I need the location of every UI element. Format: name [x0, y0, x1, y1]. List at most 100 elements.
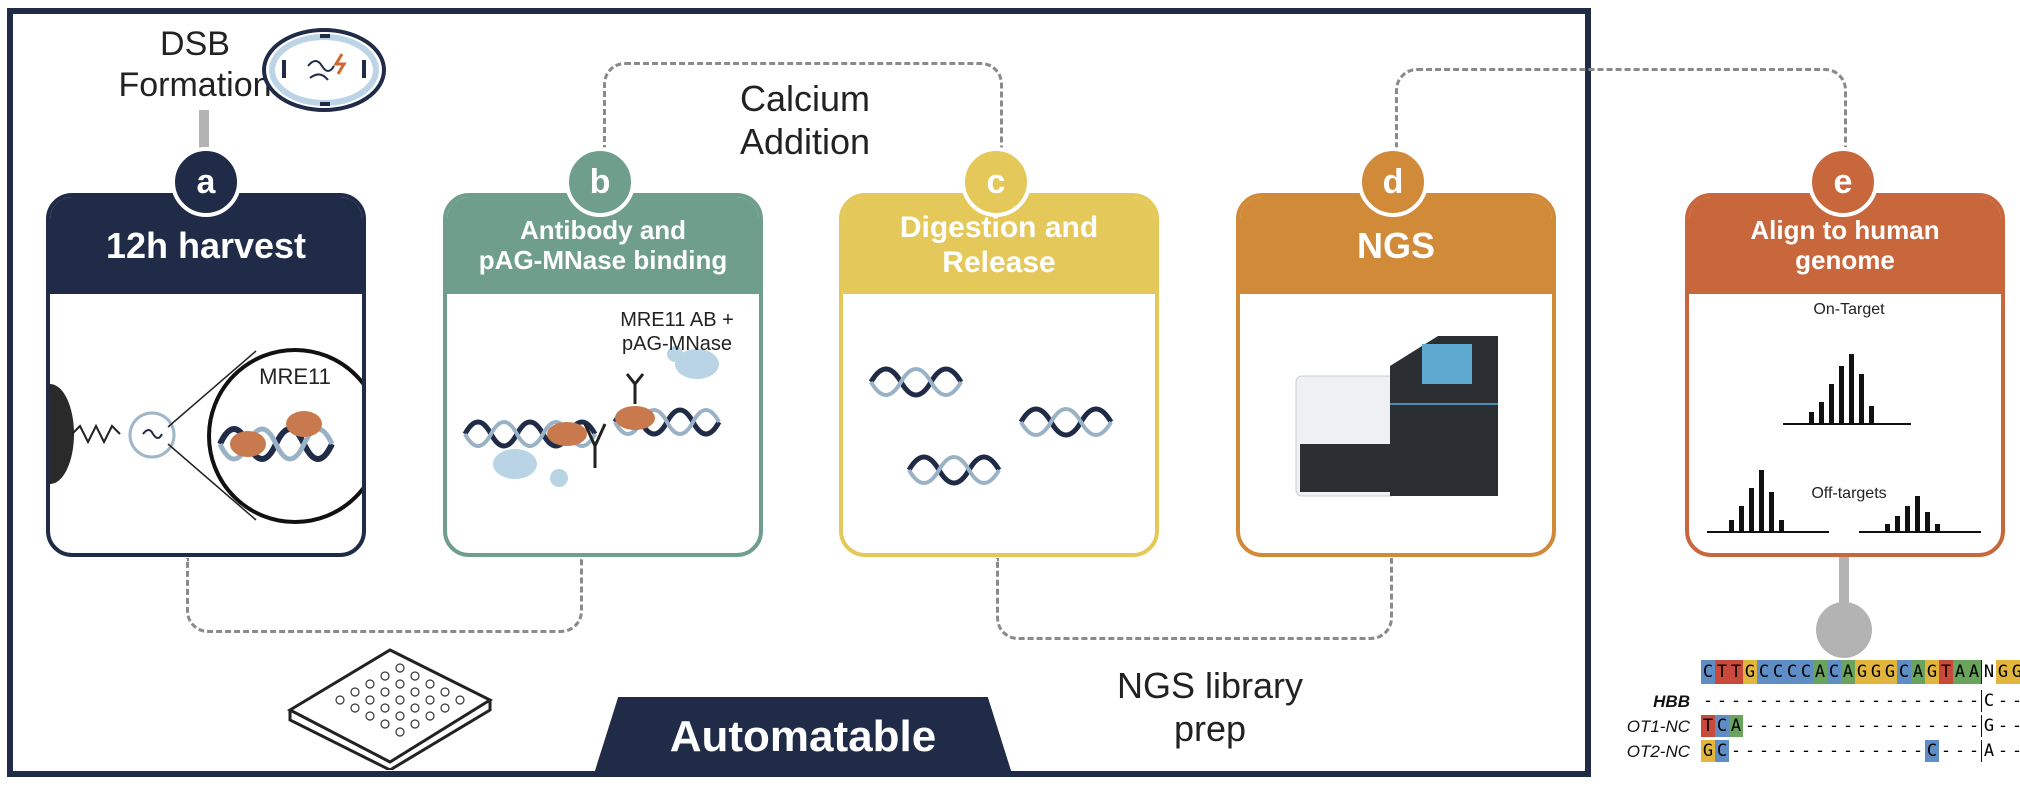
- reference-base: G: [2010, 660, 2020, 684]
- alignment-base: -: [2010, 690, 2020, 712]
- mre11-label: MRE11: [259, 364, 331, 389]
- reference-base: C: [1701, 660, 1715, 684]
- well-plate-icon: [286, 648, 494, 770]
- alignment-base: A: [1981, 740, 1996, 762]
- calcium-label: Calcium Addition: [700, 77, 910, 163]
- dsb-stem: [199, 110, 209, 152]
- alignment-base: -: [1997, 716, 2009, 736]
- binding-illustration: [462, 346, 722, 487]
- panel-align-title-line2: genome: [1795, 244, 1895, 275]
- alignment-base: -: [1772, 691, 1784, 711]
- alignment-base: -: [1814, 716, 1826, 736]
- lollipop-stem: [1839, 557, 1849, 607]
- dsb-label-line2: Formation: [118, 65, 272, 104]
- alignment-base: -: [1800, 741, 1812, 761]
- panel-ngs-body: [1240, 294, 1552, 553]
- alignment-base: -: [1744, 691, 1756, 711]
- alignment-row-label: HBB: [1653, 692, 1690, 711]
- alignment-base: G: [1701, 740, 1715, 762]
- alignment-base: -: [1758, 691, 1770, 711]
- harvest-illustration: [50, 348, 362, 524]
- alignment-row-sequence: --------------------C--: [1701, 690, 2020, 712]
- alignment-row-label: OT1-NC: [1626, 717, 1690, 736]
- alignment-base: -: [1954, 716, 1966, 736]
- alignment-base: -: [1940, 691, 1952, 711]
- reference-base: A: [1967, 660, 1981, 684]
- alignment-base: -: [1842, 741, 1854, 761]
- alignment-base: -: [2010, 715, 2020, 737]
- alignment-base: -: [1758, 716, 1770, 736]
- cell-icon: [262, 28, 386, 112]
- connector-c-d: [996, 558, 1393, 640]
- alignment-base: -: [1870, 741, 1882, 761]
- panel-binding: Antibody and pAG-MNase binding MRE11 AB …: [443, 193, 763, 557]
- panel-align-header: Align to human genome: [1689, 197, 2001, 294]
- calcium-label-line2: Addition: [739, 121, 871, 163]
- alignment-base: T: [1701, 715, 1715, 737]
- alignment-row-label: OT2-NC: [1626, 742, 1690, 761]
- alignment-base: -: [1912, 691, 1924, 711]
- reference-base: A: [1911, 660, 1925, 684]
- calcium-label-line1: Calcium: [739, 78, 871, 119]
- alignment-base: -: [1884, 741, 1896, 761]
- alignment-base: -: [1828, 691, 1840, 711]
- ngs-prep-label: NGS library prep: [1090, 664, 1330, 750]
- panel-digestion: Digestion and Release: [839, 193, 1159, 557]
- alignment-base: -: [1744, 741, 1756, 761]
- connector-b-c: [603, 62, 1003, 152]
- panel-ngs-header: NGS: [1240, 197, 1552, 294]
- antibody-label: MRE11 AB + pAG-MNase: [597, 308, 757, 356]
- alignment-histograms: [1707, 354, 1981, 533]
- alignment-base: -: [1772, 741, 1784, 761]
- reference-base: C: [1799, 660, 1813, 684]
- panel-harvest-body: MRE11: [50, 294, 362, 553]
- antibody-label-line2: pAG-MNase: [621, 333, 733, 355]
- reference-base: T: [1729, 660, 1743, 684]
- automatable-label: Automatable: [669, 712, 937, 761]
- dsb-label: DSB Formation: [100, 24, 290, 106]
- alignment-base: -: [1912, 741, 1924, 761]
- reference-base: A: [1813, 660, 1827, 684]
- alignment-row-sequence: GC--------------C---A--: [1701, 740, 2020, 762]
- alignment-base: -: [1786, 741, 1798, 761]
- lollipop-head: [1816, 602, 1872, 658]
- ngs-prep-line1: NGS library: [1116, 665, 1304, 706]
- alignment-base: -: [1730, 741, 1742, 761]
- reference-base: C: [1897, 660, 1911, 684]
- alignment-base: -: [2010, 740, 2020, 762]
- alignment-base: -: [1926, 691, 1938, 711]
- panel-digestion-title-line2: Release: [942, 245, 1056, 279]
- reference-base: C: [1757, 660, 1771, 684]
- antibody-label-line1: MRE11 AB +: [620, 309, 734, 331]
- digestion-illustration: [868, 366, 1114, 486]
- reference-base: G: [1925, 660, 1939, 684]
- panel-binding-title-line2: pAG-MNase binding: [478, 244, 728, 275]
- alignment-base: C: [1981, 690, 1996, 712]
- alignment-base: A: [1729, 715, 1743, 737]
- alignment-base: -: [1744, 716, 1756, 736]
- alignment-base: -: [1940, 716, 1952, 736]
- panel-digestion-body: [843, 294, 1155, 553]
- reference-base: T: [1715, 660, 1729, 684]
- panel-harvest: 12h harvest MRE11: [46, 193, 366, 557]
- panel-harvest-title: 12h harvest: [105, 224, 307, 266]
- panel-binding-body: MRE11 AB + pAG-MNase: [447, 294, 759, 553]
- alignment-base: -: [1912, 716, 1924, 736]
- reference-base: G: [1883, 660, 1897, 684]
- alignment-base: -: [1884, 691, 1896, 711]
- reference-base: T: [1939, 660, 1953, 684]
- alignment-base: -: [1968, 741, 1980, 761]
- alignment-base: -: [1870, 716, 1882, 736]
- badge-e: e: [1808, 147, 1878, 217]
- reference-base: G: [1743, 660, 1757, 684]
- alignment-base: -: [1842, 716, 1854, 736]
- badge-d: d: [1358, 147, 1428, 217]
- alignment-base: -: [1954, 691, 1966, 711]
- panel-align-body: On-Target Off-targets: [1689, 294, 2001, 553]
- alignment-base: -: [1856, 716, 1868, 736]
- alignment-base: -: [1898, 741, 1910, 761]
- alignment-row-sequence: TCA-----------------G--: [1701, 715, 2020, 737]
- badge-a: a: [171, 147, 241, 217]
- panel-align: Align to human genome On-Target Off-targ…: [1685, 193, 2005, 557]
